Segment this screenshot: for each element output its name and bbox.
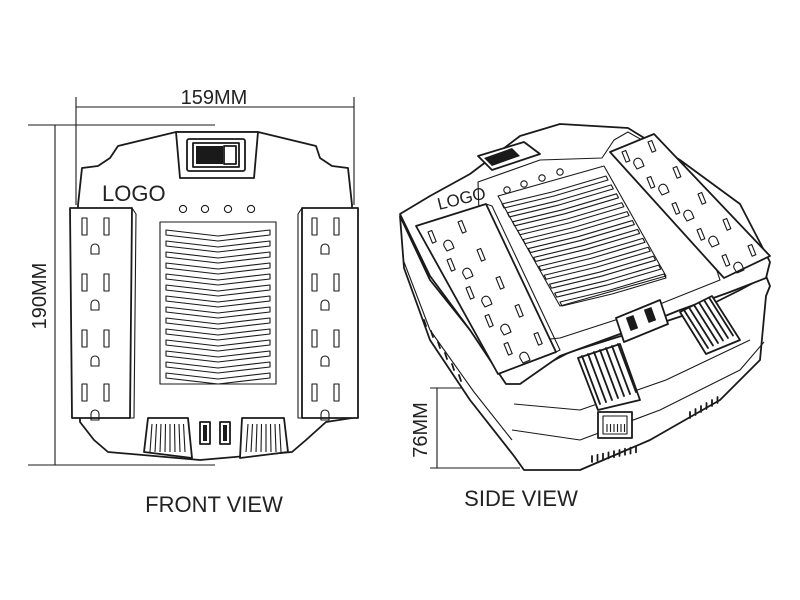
height-dimension: 190MM [28,124,215,466]
side-top-vent [497,165,667,307]
power-switch[interactable] [196,146,223,164]
front-bottom-vents [143,417,289,459]
height-label: 190MM [29,263,51,330]
width-label: 159MM [181,87,248,109]
outlet [81,217,110,255]
side-network-port [597,411,633,439]
side-front-grille [577,295,741,411]
side-left-outlets [427,219,543,364]
outlet [646,165,682,196]
front-logo: LOGO [102,181,166,206]
outlet [446,247,486,280]
outlet [311,273,340,311]
front-left-outlet-strip [69,207,137,419]
side-right-outlet-strip [609,133,771,279]
outlet [484,303,524,336]
side-bottom-vents [591,396,719,463]
side-left-outlet-strip [415,203,561,375]
front-view-caption: FRONT VIEW [145,492,283,517]
front-right-outlet-strip [297,207,359,419]
front-indicator-leds [178,204,256,214]
outlet [81,383,110,421]
side-right-outlets [621,139,757,274]
depth-label: 76MM [410,402,432,458]
front-left-outlets [81,217,110,421]
outlet [81,273,110,311]
outlet [671,191,707,222]
side-left-vents [423,319,462,382]
side-view-caption: SIDE VIEW [464,486,578,511]
side-view: 76MM LOGO [399,123,771,511]
outlet [721,243,757,274]
outlet [621,139,657,170]
width-dimension: 159MM [75,87,355,205]
side-power-switch [477,141,541,171]
outlet [81,329,110,367]
outlet [427,219,467,252]
outlet [465,275,505,308]
outlet [311,383,340,421]
outlet [311,217,340,255]
outlet [696,217,732,248]
side-indicator-leds [503,168,564,194]
front-usb-ports [199,421,231,445]
power-switch-housing [175,131,259,179]
outlet [503,331,543,364]
front-right-outlets [311,217,340,421]
outlet [311,329,340,367]
side-usb-ports [615,299,669,343]
front-view: 159MM 190MM LOGO [28,87,359,517]
front-center-vent [159,221,277,385]
